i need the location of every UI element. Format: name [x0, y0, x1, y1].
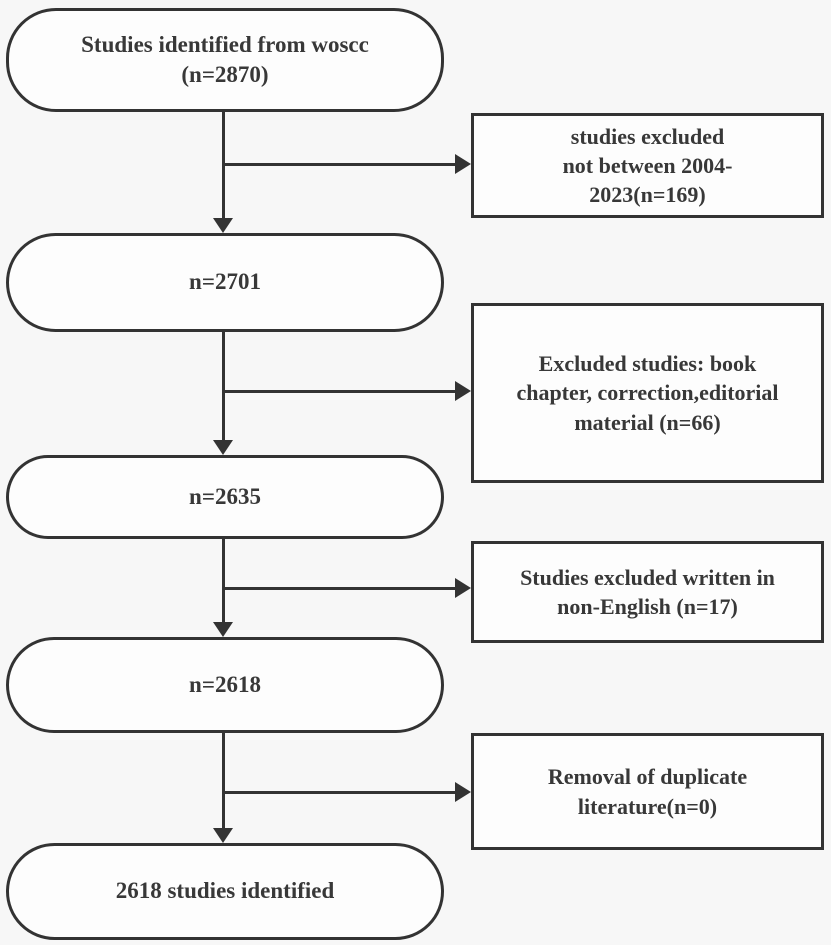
arrow-down-icon	[213, 828, 233, 843]
arrow-right-icon	[455, 154, 471, 174]
arrow-right-icon	[455, 381, 471, 401]
flow-node-studies-identified: Studies identified from woscc (n=2870)	[6, 8, 444, 112]
flow-node-after-year-filter: n=2701	[6, 233, 444, 332]
arrow-right-icon	[455, 782, 471, 802]
branch-line-3	[222, 587, 455, 590]
exclusion-node-year-range: studies excluded not between 2004- 2023(…	[471, 113, 824, 218]
exclusion-node-document-type: Excluded studies: book chapter, correcti…	[471, 303, 824, 483]
flow-node-final-included: 2618 studies identified	[6, 843, 444, 940]
arrow-down-icon	[213, 218, 233, 233]
arrow-right-icon	[455, 578, 471, 598]
arrow-down-icon	[213, 622, 233, 637]
exclusion-node-language: Studies excluded written in non-English …	[471, 541, 824, 643]
connector-line-1	[222, 112, 225, 220]
branch-line-2	[222, 390, 455, 393]
connector-line-3	[222, 539, 225, 624]
arrow-down-icon	[213, 440, 233, 455]
branch-line-1	[222, 163, 455, 166]
flow-node-after-type-filter: n=2635	[6, 455, 444, 539]
branch-line-4	[222, 791, 455, 794]
connector-line-2	[222, 332, 225, 442]
flow-node-after-language-filter: n=2618	[6, 637, 444, 733]
exclusion-node-duplicates: Removal of duplicate literature(n=0)	[471, 733, 824, 850]
connector-line-4	[222, 733, 225, 830]
